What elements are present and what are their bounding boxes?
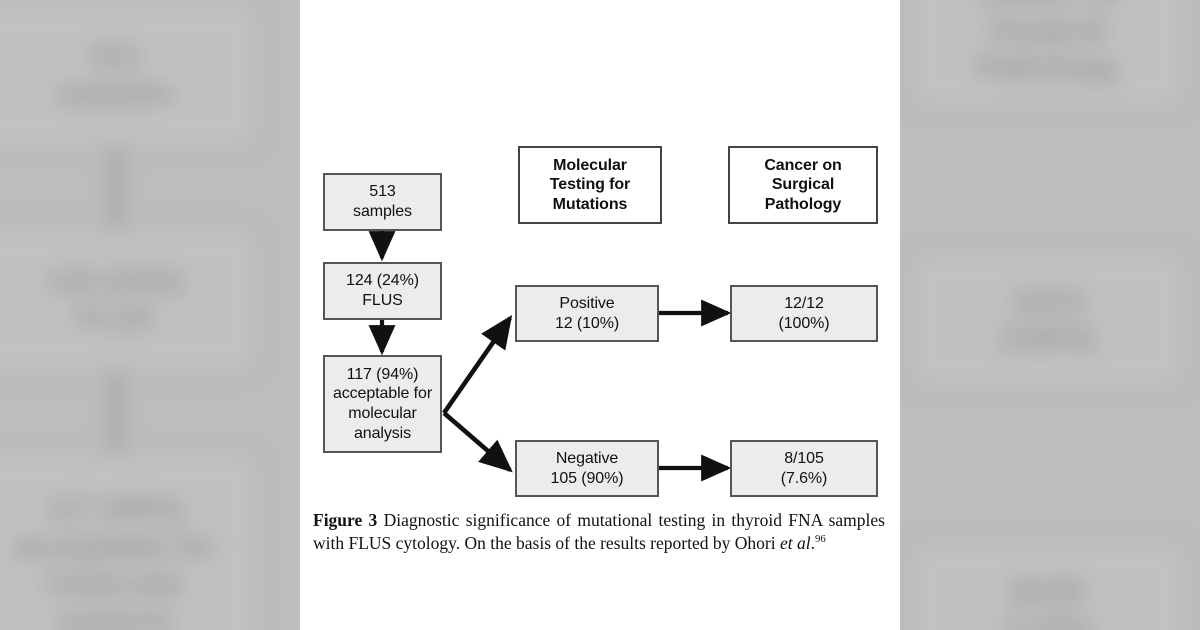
node-samples-line1: 513 [369, 183, 396, 201]
node-117-acceptable: 117 (94%) acceptable for molecular analy… [323, 355, 442, 453]
header-molecular-line2: Testing for [549, 176, 631, 194]
figure-caption-reference: 96 [814, 533, 826, 546]
blurred-node-negative-outcome: 8/105 (7.6%) [908, 540, 1188, 630]
node-positive-outcome-line2: (100%) [778, 314, 830, 332]
node-positive-outcome: 12/12 (100%) [730, 285, 878, 342]
node-positive: Positive 12 (10%) [515, 285, 659, 342]
figure-panel: Molecular Testing for Mutations Cancer o… [300, 0, 900, 630]
blurred-node-samples-line1: 513 [89, 39, 141, 73]
blurred-node-positive-outcome: 12/12 (100%) [908, 250, 1188, 390]
blurred-node-acceptable-line2: acceptable for [13, 529, 217, 563]
node-negative-outcome: 8/105 (7.6%) [730, 440, 878, 497]
blurred-node-positive-outcome-line2: (100%) [999, 322, 1097, 355]
blurred-node-flus-line1: 124 (24%) [45, 264, 185, 298]
header-cancer-line3: Pathology [764, 195, 842, 213]
node-positive-outcome-line1: 12/12 [784, 294, 824, 312]
blurred-node-cancer-header: Cancer on Surgical Pathology [908, 0, 1188, 110]
node-negative-outcome-line2: (7.6%) [780, 469, 828, 487]
blurred-node-flus: 124 (24%) FLUS [0, 225, 260, 375]
node-negative: Negative 105 (90%) [515, 440, 659, 497]
blurred-node-negative-outcome-line1: 8/105 [1010, 574, 1086, 608]
blurred-arrow-1 [110, 150, 121, 228]
figure-caption-italic: et al [779, 533, 811, 554]
node-positive-line2: 12 (10%) [554, 314, 620, 332]
header-cancer-pathology: Cancer on Surgical Pathology [728, 146, 878, 224]
node-acceptable-line2: acceptable for [332, 385, 433, 403]
blurred-node-acceptable: 117 (94%) acceptable for molecular analy… [0, 450, 260, 630]
node-flus-line2: FLUS [362, 292, 403, 309]
node-negative-line2: 105 (90%) [550, 469, 624, 487]
blurred-node-acceptable-line4: analysis [55, 604, 175, 630]
header-molecular-line1: Molecular [553, 156, 627, 174]
node-513-samples: 513 samples [323, 173, 442, 231]
blurred-node-samples-line2: samples [54, 77, 176, 110]
blurred-node-negative-outcome-line2: (7.6%) [1003, 612, 1093, 630]
blurred-arrow-2 [110, 375, 121, 453]
blurred-node-cancer-line2: Surgical [988, 13, 1108, 47]
node-124-flus: 124 (24%) FLUS [323, 262, 442, 320]
figure-caption-label: Figure 3 [313, 510, 378, 530]
node-positive-line1: Positive [559, 294, 615, 312]
node-negative-outcome-line1: 8/105 [784, 449, 824, 467]
node-negative-line1: Negative [555, 449, 619, 467]
figure-caption-period: . [810, 533, 815, 554]
blurred-node-acceptable-line3: molecular [44, 567, 186, 600]
node-samples-line2: samples [353, 203, 412, 220]
blurred-node-flus-line2: FLUS [75, 302, 155, 335]
header-cancer-line2: Surgical [771, 176, 835, 194]
header-cancer-line1: Cancer on [764, 156, 842, 174]
arrow-acceptable-to-negative [442, 411, 513, 473]
blurred-background-left: 513 samples 124 (24%) FLUS 117 (94%) acc… [0, 0, 300, 630]
blurred-background-left-content: 513 samples 124 (24%) FLUS 117 (94%) acc… [0, 0, 300, 630]
blurred-node-cancer-line3: Pathology [975, 50, 1121, 84]
blurred-background-right-content: Cancer on Surgical Pathology 12/12 (100%… [900, 0, 1200, 630]
blurred-background-right: Cancer on Surgical Pathology 12/12 (100%… [900, 0, 1200, 630]
arrow-acceptable-to-positive [442, 314, 513, 415]
header-molecular-line3: Mutations [552, 195, 628, 213]
header-molecular-testing: Molecular Testing for Mutations [518, 146, 662, 224]
blurred-node-samples: 513 samples [0, 0, 260, 150]
blurred-node-acceptable-line1: 117 (94%) [46, 492, 184, 525]
node-acceptable-line4: analysis [353, 424, 411, 442]
blurred-node-positive-outcome-line1: 12/12 [1010, 284, 1086, 318]
blurred-node-cancer-line1: Cancer on [975, 0, 1122, 11]
figure-caption-text: Diagnostic significance of mutational te… [313, 510, 885, 554]
figure-caption: Figure 3 Diagnostic significance of muta… [313, 509, 885, 556]
node-acceptable-line1: 117 (94%) [346, 365, 419, 383]
node-flus-line1: 124 (24%) [346, 272, 419, 290]
node-acceptable-line3: molecular [348, 405, 417, 422]
